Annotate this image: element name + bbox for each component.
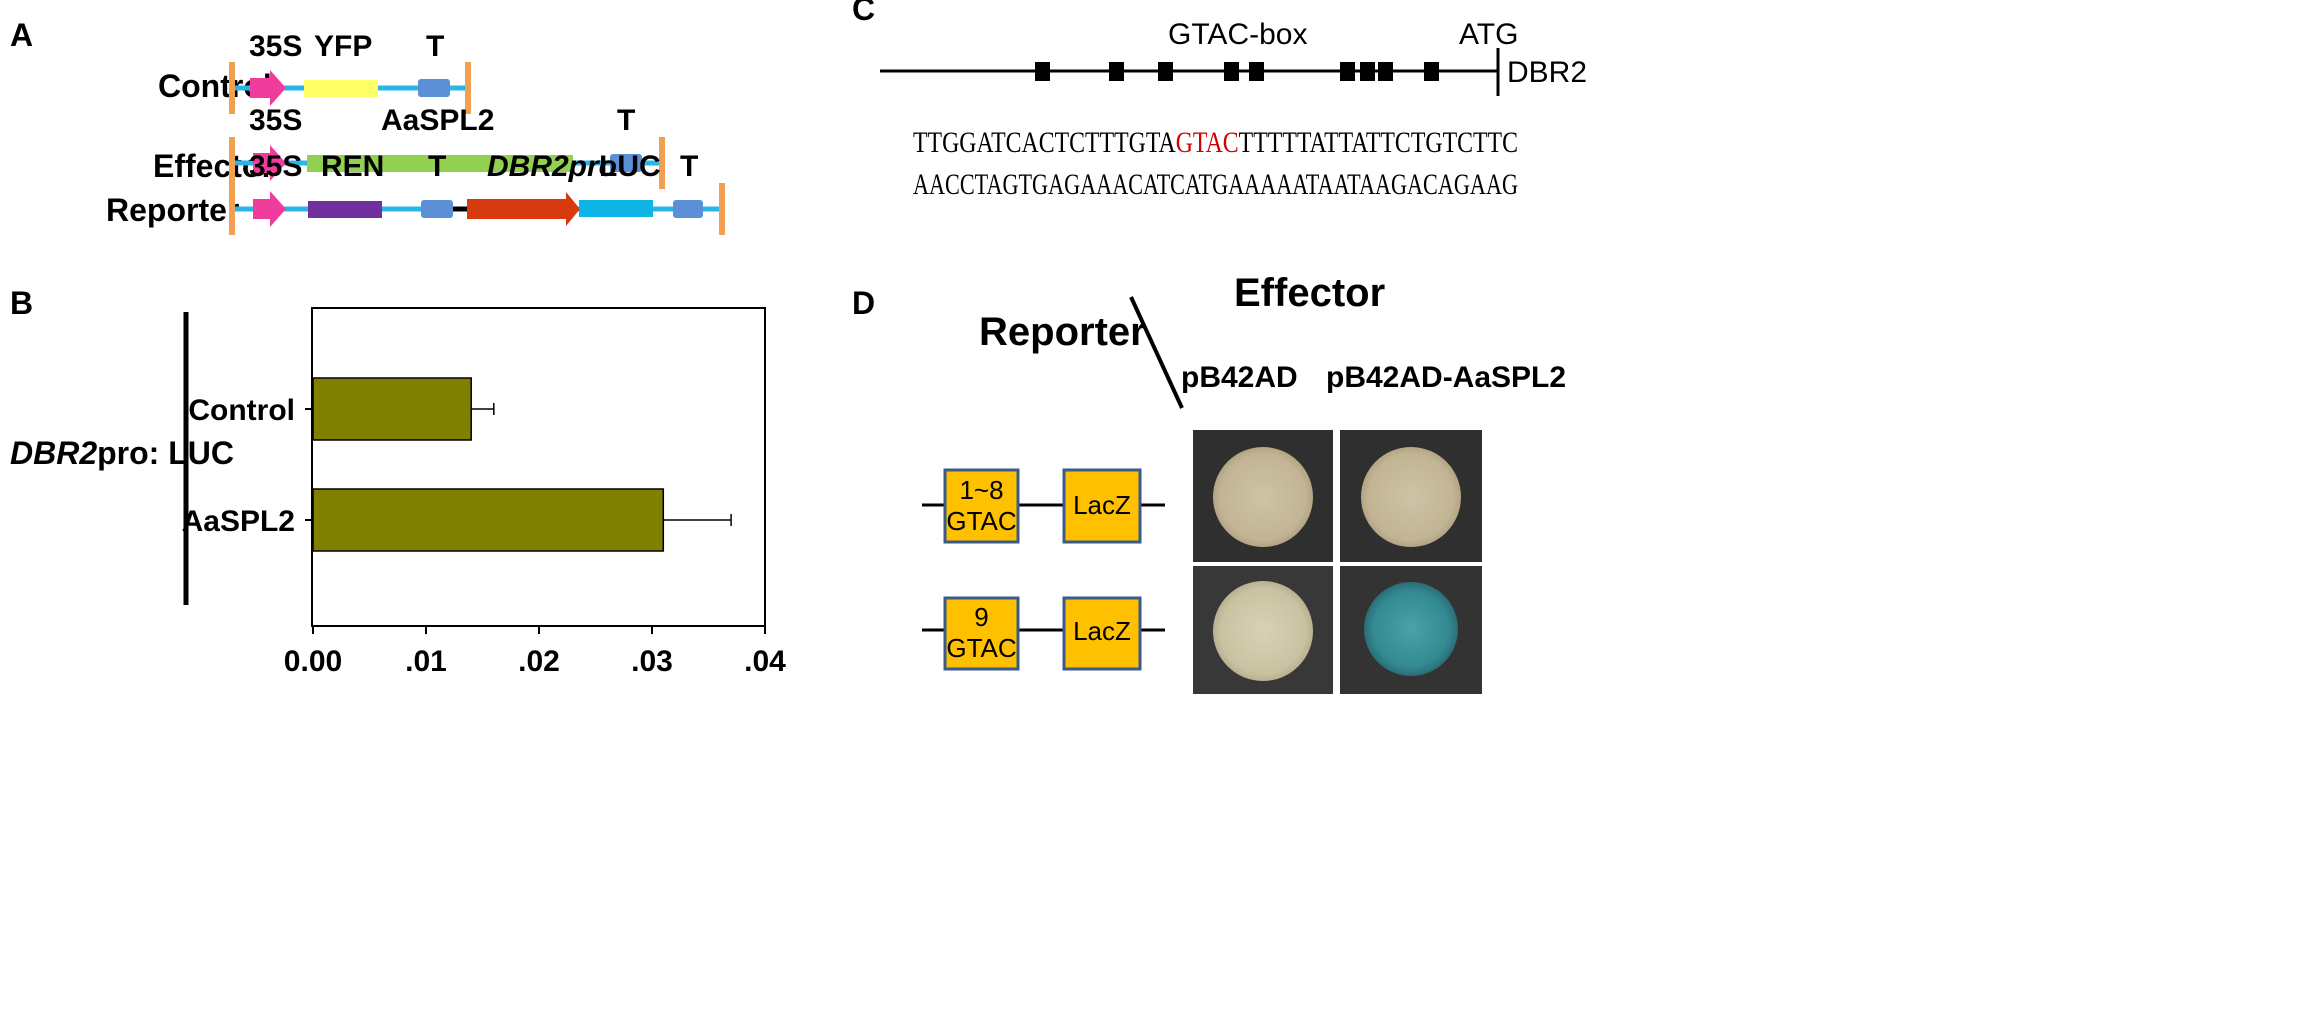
- category-label: Control: [188, 394, 295, 427]
- reporter-row-1-8-gtac: 1~8 GTAC LacZ: [922, 468, 1165, 544]
- reporter-terminator2-label: T: [680, 150, 698, 183]
- gtac-box-marker: [1158, 62, 1173, 81]
- sequence-bottom-strand: AACCTAGTGAGAAACATCATGAAAAATAATAAGACAGAAG: [913, 168, 1518, 201]
- gtac-box-marker: [1378, 62, 1393, 81]
- plot-frame: [311, 307, 766, 627]
- column-label-pb42ad: pB42AD: [1181, 361, 1298, 394]
- reporter-terminator2-block: [673, 200, 703, 218]
- panel-b-letter: B: [10, 285, 33, 321]
- bar-aaspl2: [312, 488, 665, 552]
- effector-construct: Effector 35S AaSPL2 T: [153, 104, 665, 189]
- reporter-dbr2pro-label: DBR2pro: [487, 150, 617, 183]
- yeast-colony-white: [1361, 447, 1461, 547]
- sequence-gtac-motif: GTAC: [1176, 126, 1239, 159]
- effector-terminator-block: [610, 154, 642, 172]
- control-terminator-block: [418, 79, 450, 97]
- effector-heading: Effector: [1234, 271, 1385, 315]
- gtac-box-marker: [1360, 62, 1375, 81]
- reporter-heading: Reporter: [979, 310, 1146, 354]
- group-label-italic: DBR2: [10, 435, 97, 471]
- gtac-box-marker: [1109, 62, 1124, 81]
- effector-35s-promoter-arrow: [253, 145, 286, 181]
- x-tick-label: .04: [744, 645, 786, 678]
- gtac-box-marker: [1340, 62, 1355, 81]
- x-tick-label: .03: [631, 645, 673, 678]
- control-35s-promoter-arrow: [250, 70, 286, 106]
- lacz-label: LacZ: [1073, 616, 1131, 646]
- panel-c: C GTAC-box ATG DBR2 TTGGATCACTCTTTGTAGTA…: [852, 0, 1587, 201]
- gtac-copy-label: GTAC: [946, 633, 1016, 663]
- gtac-box-marker: [1249, 62, 1264, 81]
- group-label: DBR2pro: LUC: [10, 435, 234, 471]
- category-label: AaSPL2: [182, 505, 295, 538]
- reporter-ren-label: REN: [321, 150, 384, 183]
- yeast-colony-white: [1213, 447, 1313, 547]
- gtac-box-marker: [1424, 62, 1439, 81]
- panel-d: D Effector Reporter pB42AD pB42AD-AaSPL2…: [852, 271, 1566, 694]
- effector-terminator-label: T: [617, 104, 635, 137]
- sequence-top-pre: TTGGATCACTCTTTGTA: [913, 126, 1176, 159]
- yeast-colony-white: [1213, 581, 1313, 681]
- yeast-colony-blue: [1364, 582, 1458, 676]
- reporter-ren-block: [308, 201, 382, 218]
- reporter-terminator1-block: [421, 200, 453, 218]
- reporter-35s-label: 35S: [249, 150, 302, 183]
- control-terminator-label: T: [426, 30, 444, 63]
- sequence-top-strand: TTGGATCACTCTTTGTAGTACTTTTTATTATTCTGTCTTC: [913, 126, 1518, 159]
- gtac-box-marker: [1035, 62, 1050, 81]
- control-35s-label: 35S: [249, 30, 302, 63]
- panel-c-letter: C: [852, 0, 875, 27]
- panel-d-letter: D: [852, 285, 875, 321]
- gtac-copy-count: 1~8: [959, 475, 1003, 505]
- gtac-copy-count: 9: [974, 602, 988, 632]
- gtac-copy-box: [943, 596, 1020, 671]
- lacz-box: [1062, 468, 1142, 544]
- reporter-row-9-gtac: 9 GTAC LacZ: [922, 596, 1165, 671]
- x-tick-label: 0.00: [284, 645, 342, 678]
- gtac-box-marker: [1224, 62, 1239, 81]
- gtac-box-label: GTAC-box: [1168, 18, 1307, 51]
- reporter-dbr2pro-arrow: [467, 192, 580, 226]
- effector-35s-label: 35S: [249, 104, 302, 137]
- bar-control: [312, 377, 472, 441]
- effector-aaspl2-label: AaSPL2: [381, 104, 494, 137]
- gene-label: DBR2: [1507, 56, 1587, 89]
- reporter-terminator1-label: T: [428, 150, 446, 183]
- reporter-35s-promoter-arrow: [253, 191, 286, 227]
- column-label-pb42ad-aaspl2: pB42AD-AaSPL2: [1326, 361, 1566, 394]
- panel-a: A Control 35S YFP T Effector 35S AaSPL2 …: [10, 17, 725, 235]
- group-label-rest: pro: LUC: [97, 435, 234, 471]
- sequence-top-post: TTTTTATTATTCTGTCTTC: [1239, 126, 1518, 159]
- control-yfp-block: [304, 80, 378, 97]
- control-yfp-label: YFP: [314, 30, 372, 63]
- x-tick-label: .02: [518, 645, 560, 678]
- lacz-box: [1062, 596, 1142, 671]
- header-divider: [1129, 296, 1184, 409]
- lacz-label: LacZ: [1073, 490, 1131, 520]
- panel-a-letter: A: [10, 17, 33, 53]
- reporter-luc-block: [579, 200, 653, 217]
- atg-label: ATG: [1459, 18, 1518, 51]
- effector-aaspl2-block: [307, 155, 573, 172]
- x-tick-label: .01: [405, 645, 447, 678]
- reporter-luc-label: LUC: [599, 150, 661, 183]
- control-construct: Control 35S YFP T: [158, 30, 471, 114]
- reporter-construct: Reporter 35S REN T DBR2pro LUC T: [106, 150, 725, 235]
- gtac-copy-box: [943, 468, 1020, 544]
- reporter-label: Reporter: [106, 192, 239, 228]
- gtac-copy-label: GTAC: [946, 506, 1016, 536]
